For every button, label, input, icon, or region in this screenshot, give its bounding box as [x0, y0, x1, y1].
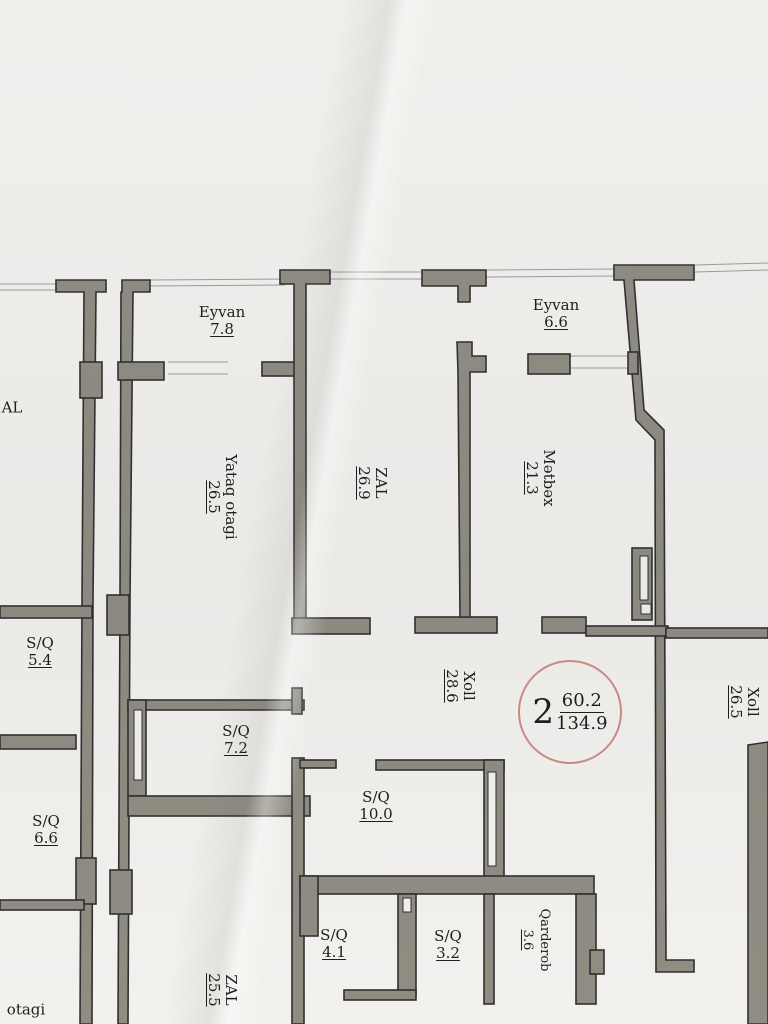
room-name: S/Q [320, 926, 348, 944]
room-area: 26.5 [205, 480, 223, 514]
room-name: S/Q [222, 722, 250, 740]
facade-window-lines [0, 262, 768, 375]
room-left-cut-otagi: otagi [6, 1000, 46, 1019]
room-sq-cut: S/Q 4.1 [320, 927, 348, 961]
room-sq-3-2: S/Q 3.2 [434, 928, 462, 962]
room-area: 25.5 [205, 973, 223, 1007]
room-name: S/Q [434, 927, 462, 945]
room-name: Qarderob [537, 908, 552, 972]
walls [0, 264, 768, 1024]
room-name: AL [1, 398, 23, 417]
room-area: 3.6 [520, 929, 535, 951]
room-area: 10.0 [359, 805, 393, 823]
room-xoll: Xoll 28.6 [443, 669, 478, 703]
room-sq-5-4: S/Q 5.4 [26, 635, 54, 669]
room-name: Eyvan [532, 296, 580, 314]
room-area: 26.5 [727, 685, 745, 719]
room-zal-bottom: ZAL 25.5 [205, 973, 240, 1007]
room-eyvan-right: Eyvan 6.6 [533, 297, 580, 331]
room-eyvan-left: Eyvan 7.8 [199, 304, 246, 338]
room-name: S/Q [362, 788, 390, 806]
room-name: Eyvan [198, 303, 246, 321]
room-sq-10-0: S/Q 10.0 [359, 789, 392, 823]
room-area: 6.6 [544, 313, 568, 331]
room-name: ZAL [372, 467, 390, 499]
room-left-cut-zal: AL [1, 398, 23, 417]
room-name: S/Q [26, 634, 54, 652]
room-qarderob: Qarderob 3.6 [519, 908, 553, 971]
room-sq-7-2: S/Q 7.2 [222, 723, 250, 757]
room-area: 3.2 [436, 944, 460, 962]
room-metbex: Mətbəx 21.3 [523, 449, 558, 507]
room-sq-6-6: S/Q 6.6 [32, 813, 60, 847]
room-name: Xoll [744, 687, 762, 717]
room-area: 21.3 [523, 461, 541, 495]
room-right-cut-xoll: Xoll 26.5 [727, 685, 762, 719]
room-name: Mətbəx [540, 449, 558, 507]
room-zal: ZAL 26.9 [355, 466, 390, 500]
room-area: 6.6 [34, 829, 58, 847]
room-area: 7.2 [224, 739, 248, 757]
room-name: S/Q [32, 812, 60, 830]
wall-openings [133, 555, 652, 913]
room-area: 5.4 [28, 651, 52, 669]
apartment-areas: 60.2 134.9 [556, 690, 608, 735]
room-area: 28.6 [443, 669, 461, 703]
room-yataq-otagi: Yataq otagi 26.5 [205, 454, 240, 540]
apartment-area-badge: 2 60.2 134.9 [518, 660, 622, 764]
room-name: Yataq otagi [222, 454, 240, 540]
room-area: 4.1 [322, 943, 346, 961]
room-name: Xoll [460, 671, 478, 701]
room-name: ZAL [222, 974, 240, 1006]
room-area: 7.8 [210, 320, 234, 338]
apartment-total-area: 134.9 [556, 712, 608, 734]
room-area: 26.9 [355, 466, 373, 500]
apartment-number: 2 [532, 692, 555, 732]
room-name: otagi [6, 1000, 46, 1019]
apartment-living-area: 60.2 [559, 689, 604, 713]
